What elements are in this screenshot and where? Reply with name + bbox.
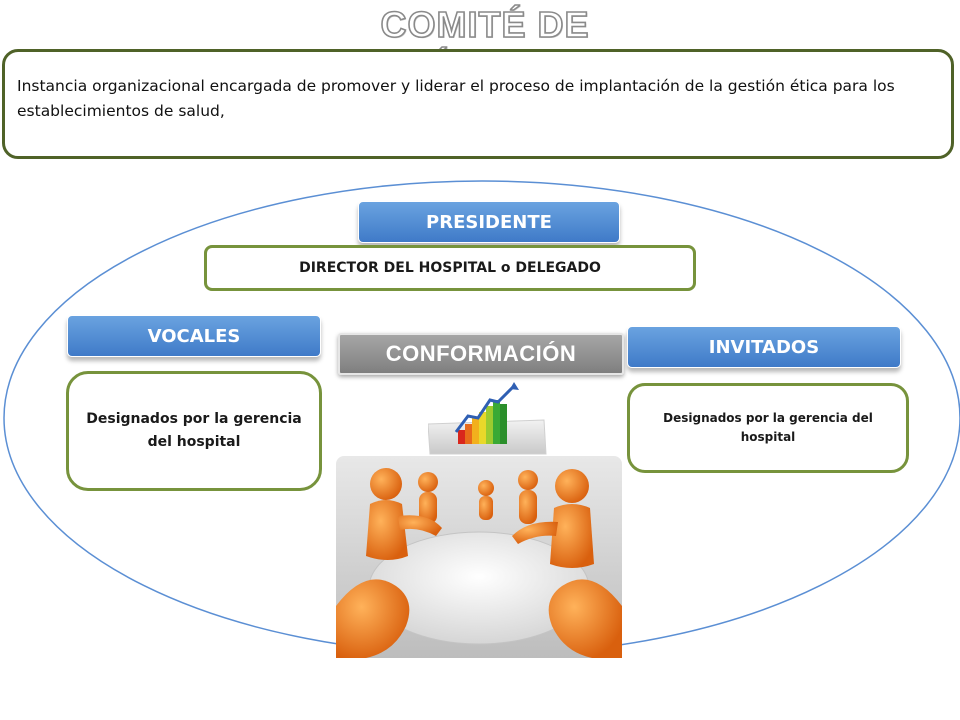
description-text: Instancia organizacional encargada de pr… — [17, 77, 895, 120]
president-label: PRESIDENTE — [358, 201, 620, 243]
vocales-label: VOCALES — [67, 315, 321, 357]
description-box: Instancia organizacional encargada de pr… — [2, 49, 954, 159]
conformacion-label: CONFORMACIÓN — [338, 333, 624, 375]
invitados-detail: Designados por la gerencia del hospital — [627, 383, 909, 473]
meeting-people-illustration — [336, 456, 622, 658]
vocales-detail: Designados por la gerencia del hospital — [66, 371, 322, 491]
bar-chart-icon — [428, 382, 547, 455]
president-detail: DIRECTOR DEL HOSPITAL o DELEGADO — [204, 245, 696, 291]
invitados-label: INVITADOS — [627, 326, 901, 368]
